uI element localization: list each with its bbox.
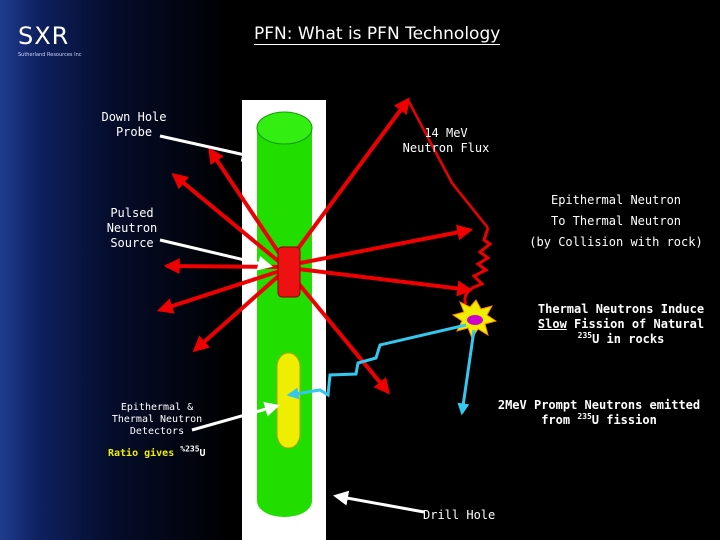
- arrow-drill-hole: [333, 490, 425, 514]
- label-text: Fission of Natural: [566, 317, 705, 331]
- label-line: 2MeV Prompt Neutrons emitted: [497, 398, 701, 412]
- label-ratio: Ratio gives %235U: [108, 444, 206, 461]
- label-line: (by Collision with rock): [529, 235, 703, 249]
- label-down-hole-probe: Down Hole Probe: [92, 110, 176, 140]
- label-line: To Thermal Neutron: [550, 214, 682, 228]
- arrow-probe: [159, 134, 257, 162]
- scatter-path: [406, 99, 489, 229]
- neutron-source: [277, 246, 301, 298]
- label-text: Drill Hole: [423, 508, 496, 522]
- logo-tagline: Sutherland Resources Inc: [18, 52, 82, 58]
- logo: SXR Sutherland Resources Inc: [18, 22, 82, 58]
- squiggle-icon: [463, 286, 473, 305]
- neutron-rays: [156, 97, 474, 395]
- label-text: U: [199, 448, 206, 459]
- label-line: 235U in rocks: [526, 332, 716, 347]
- ray-down-left-2: [192, 270, 285, 353]
- burst-core: [467, 315, 483, 325]
- cyan-arrow-down: [457, 329, 476, 416]
- label-superscript: %235: [180, 444, 200, 454]
- label-line: Epithermal Neutron: [550, 193, 682, 207]
- label-line: Epithermal &: [120, 402, 194, 413]
- label-thermal-fission: Thermal Neutrons Induce Slow Fission of …: [526, 302, 716, 347]
- label-line: Source: [110, 236, 154, 250]
- label-epithermal-to-thermal: Epithermal Neutron To Thermal Neutron (b…: [528, 190, 704, 253]
- page-title: PFN: What is PFN Technology: [254, 24, 501, 45]
- cyan-path-to-detector: [286, 323, 467, 400]
- label-drill-hole: Drill Hole: [423, 508, 495, 523]
- label-line: Slow Fission of Natural: [526, 317, 716, 332]
- label-text: U fission: [591, 413, 657, 427]
- prompt-neutron-paths: [286, 323, 476, 416]
- ray-down-left-1: [156, 268, 284, 314]
- probe-body: [257, 112, 312, 517]
- label-line: Down Hole: [101, 110, 167, 124]
- logo-text: SXR: [18, 22, 70, 50]
- arrow-source: [159, 238, 273, 271]
- label-line: Thermal Neutrons Induce: [537, 302, 705, 316]
- page-title-text: PFN: What is PFN Technology: [254, 24, 501, 44]
- label-line: Thermal Neutron: [111, 414, 203, 425]
- label-superscript: 235: [577, 412, 592, 421]
- label-text: Ratio gives: [108, 448, 181, 459]
- label-neutron-flux: 14 MeV Neutron Flux: [398, 126, 494, 156]
- label-line: Pulsed: [110, 206, 154, 220]
- ray-up-right: [286, 97, 410, 264]
- label-pulsed-neutron-source: Pulsed Neutron Source: [100, 206, 164, 251]
- ray-up-left: [171, 172, 285, 267]
- detector: [276, 352, 301, 449]
- ray-up-1: [208, 147, 287, 264]
- arrow-detector: [191, 402, 280, 432]
- label-line: Neutron: [106, 221, 158, 235]
- ray-right-1: [289, 224, 474, 267]
- ray-down-right: [287, 270, 391, 395]
- pointer-arrows: [159, 134, 425, 514]
- label-line: from 235U fission: [486, 413, 712, 428]
- zigzag-icon: [471, 227, 493, 290]
- label-superscript: 235: [577, 331, 593, 340]
- label-text: from: [541, 413, 578, 427]
- ray-right-2: [289, 266, 474, 297]
- label-detectors: Epithermal & Thermal Neutron Detectors: [104, 402, 210, 438]
- label-line: Detectors: [129, 426, 185, 437]
- label-underlined: Slow: [537, 317, 567, 331]
- probe-top: [256, 111, 313, 145]
- label-line: Probe: [115, 125, 153, 139]
- label-prompt-neutrons: 2MeV Prompt Neutrons emitted from 235U f…: [486, 398, 712, 428]
- label-line: Neutron Flux: [402, 141, 490, 155]
- label-text: U in rocks: [592, 332, 665, 346]
- label-line: 14 MeV: [424, 126, 468, 140]
